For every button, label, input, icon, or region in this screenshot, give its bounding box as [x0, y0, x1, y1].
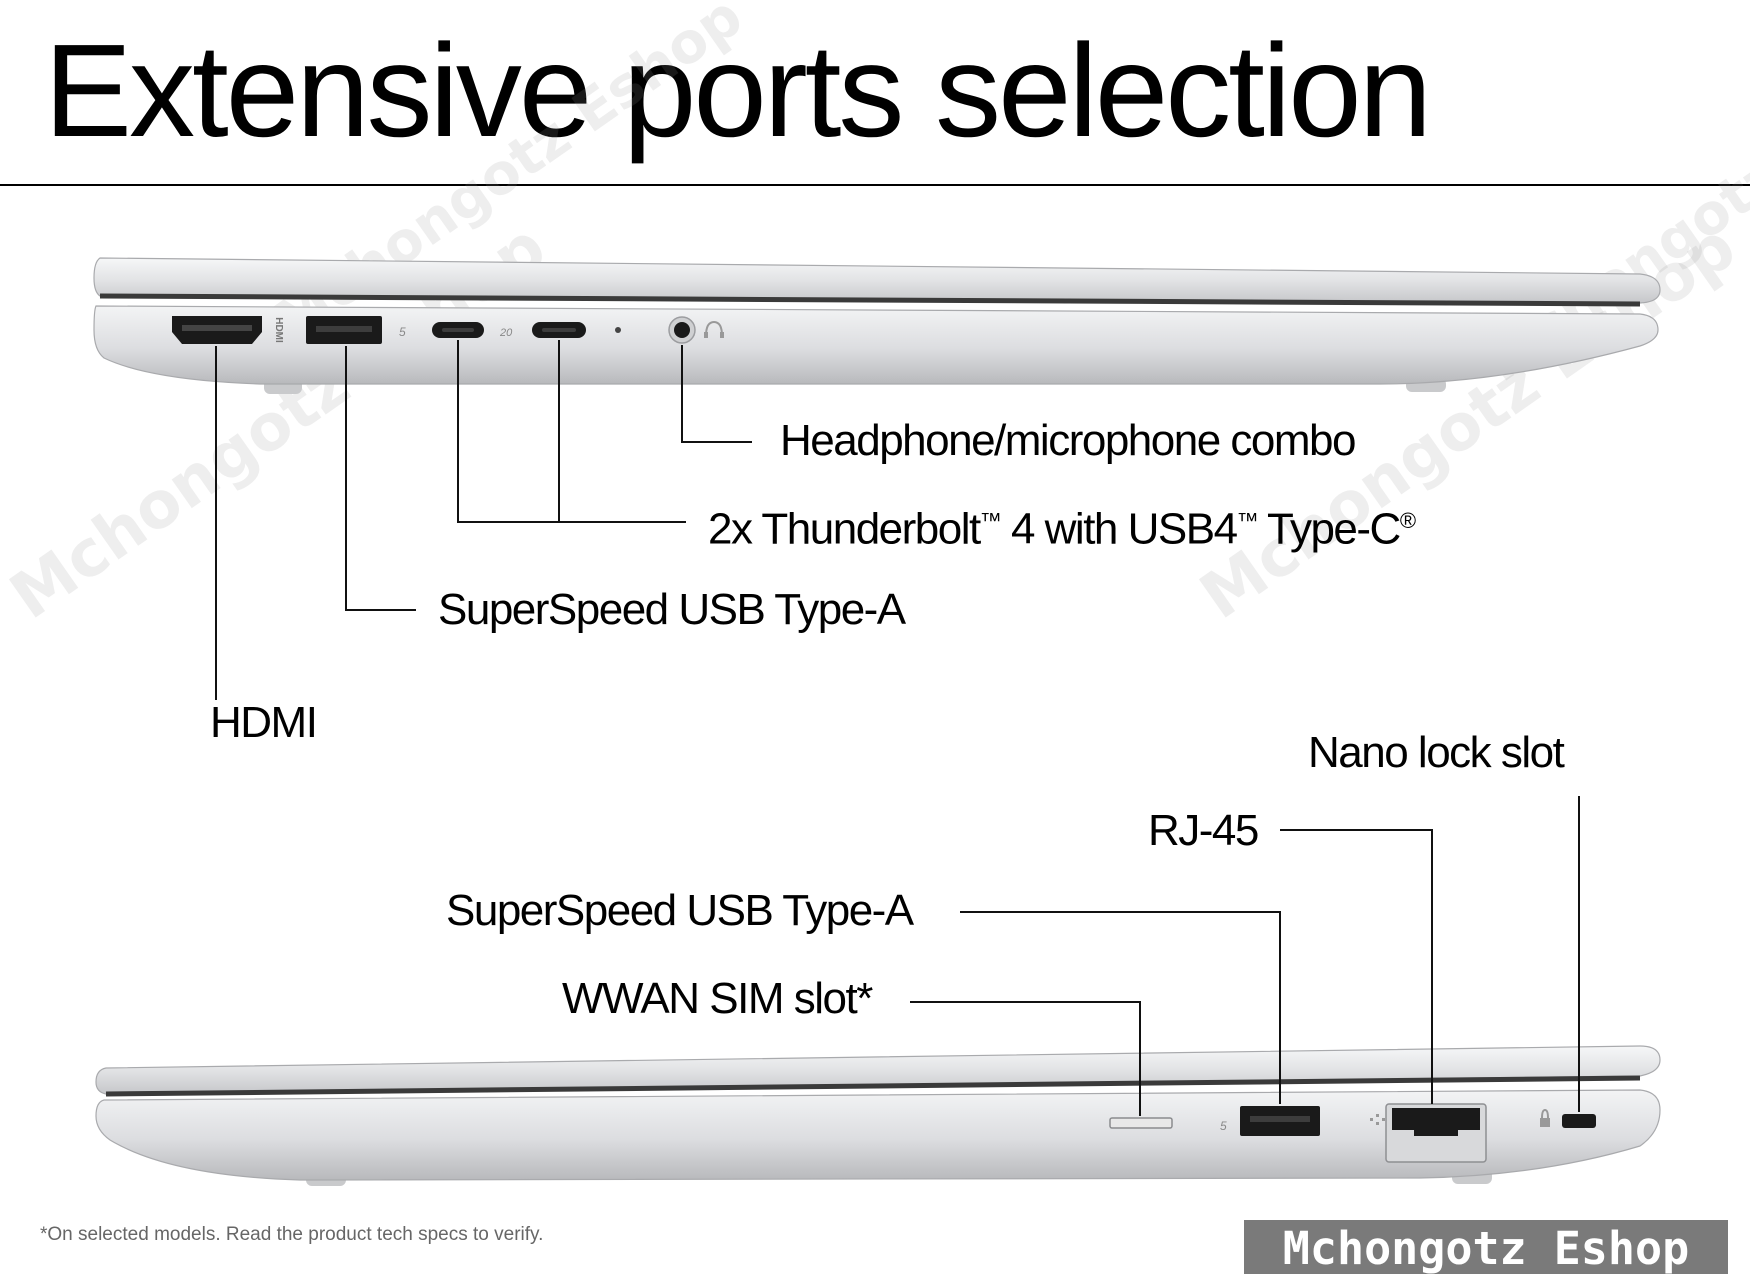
label-headphone-combo: Headphone/microphone combo: [780, 416, 1356, 465]
trademark-symbol-2: ™: [1236, 508, 1259, 533]
usb-a-port-bottom: [1240, 1106, 1320, 1136]
label-thunderbolt-main: 2x Thunderbolt: [708, 504, 981, 554]
leader-headphone: [681, 345, 752, 443]
shop-badge: Mchongotz Eshop: [1244, 1220, 1728, 1274]
tb-speed-marking-left: 20: [499, 327, 513, 339]
audio-jack: [668, 316, 696, 344]
top-laptop-side: [93, 257, 1661, 394]
bottom-leader-lines: [910, 796, 1580, 1116]
usb-a-port-top: [306, 316, 382, 344]
hdmi-port-marking: HDMI: [273, 317, 284, 343]
status-led: [615, 327, 621, 333]
thunderbolt-port-left: [432, 322, 484, 338]
title-divider: [0, 184, 1750, 186]
label-thunderbolt-type: Type-C: [1257, 504, 1401, 554]
label-hdmi: HDMI: [210, 698, 318, 747]
page-title: Extensive ports selection: [44, 17, 1432, 164]
leader-wwan: [910, 1001, 1141, 1116]
thunderbolt-port-right: [532, 322, 586, 338]
label-usb-a-bottom: SuperSpeed USB Type-A: [446, 886, 914, 935]
headset-icon: [704, 320, 724, 338]
label-thunderbolt-mid: 4 with USB4: [1000, 504, 1238, 554]
hdmi-port: [172, 316, 262, 344]
leader-rj45: [1280, 829, 1433, 1104]
leader-usb-a-top: [345, 346, 416, 611]
network-icon: [1370, 1114, 1385, 1125]
lock-icon: [1540, 1108, 1550, 1127]
usb-speed-marking-top: 5: [399, 325, 406, 339]
rj45-port: [1385, 1103, 1487, 1163]
trademark-symbol: ™: [979, 508, 1002, 533]
label-wwan-sim-slot: WWAN SIM slot*: [562, 974, 873, 1023]
usb-speed-marking-bottom: 5: [1220, 1119, 1227, 1133]
top-leader-lines: [215, 340, 752, 700]
registered-symbol: ®: [1399, 508, 1416, 533]
leader-thunderbolt: [457, 340, 686, 523]
footnote: *On selected models. Read the product te…: [40, 1224, 544, 1245]
label-thunderbolt: 2x Thunderbolt™ 4 with USB4™ Type-C®: [708, 494, 1416, 557]
leader-usb-a-bottom: [960, 911, 1281, 1104]
label-usb-a-top: SuperSpeed USB Type-A: [438, 585, 906, 634]
label-nano-lock-slot: Nano lock slot: [1308, 728, 1565, 777]
label-rj45: RJ-45: [1148, 806, 1259, 855]
wwan-sim-slot: [1109, 1117, 1173, 1129]
nano-lock-slot: [1562, 1114, 1596, 1128]
